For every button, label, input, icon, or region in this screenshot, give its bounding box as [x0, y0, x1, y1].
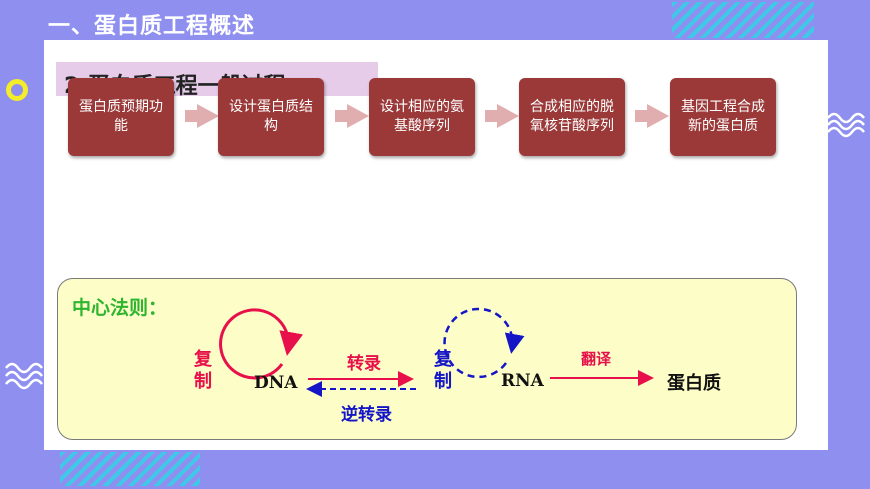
slide-title: 一、蛋白质工程概述	[48, 14, 256, 39]
decorative-wave-icon	[827, 112, 865, 138]
dna-replication-arrow-icon	[219, 308, 303, 380]
flow-arrow-icon	[185, 104, 219, 128]
translation-label: 翻译	[581, 350, 612, 368]
transcription-label: 转录	[347, 354, 381, 374]
central-dogma-heading: 中心法则：	[72, 297, 168, 319]
central-dogma-diagram	[219, 307, 654, 397]
process-step-label: 设计蛋白质结构	[229, 99, 313, 134]
process-step-label: 蛋白质预期功能	[79, 99, 163, 134]
reverse-transcription-label: 逆转录	[341, 405, 392, 425]
process-step-3: 设计相应的氨基酸序列	[369, 78, 475, 156]
rna-label: RNA	[501, 371, 544, 391]
protein-label: 蛋白质	[667, 373, 721, 394]
decorative-wave-icon	[5, 362, 43, 390]
decorative-ring-icon	[6, 79, 28, 101]
process-step-label: 基因工程合成新的蛋白质	[681, 99, 765, 134]
flow-arrow-icon	[635, 104, 669, 128]
process-step-4: 合成相应的脱氧核苷酸序列	[519, 78, 625, 156]
process-step-2: 设计蛋白质结构	[218, 78, 324, 156]
process-step-5: 基因工程合成新的蛋白质	[670, 78, 776, 156]
rna-replication-arrow-icon	[443, 307, 525, 379]
dna-label: DNA	[254, 373, 298, 393]
decorative-stripes	[672, 2, 814, 38]
process-step-label: 合成相应的脱氧核苷酸序列	[530, 99, 614, 134]
process-step-label: 设计相应的氨基酸序列	[380, 99, 464, 134]
decorative-stripes	[60, 452, 200, 486]
rna-replication-label: 复制	[431, 349, 452, 393]
dna-replication-label: 复制	[191, 349, 212, 393]
flow-arrow-icon	[335, 104, 369, 128]
central-dogma-box: 中心法则： 复制 DNA 转录 逆转录 复制 RNA 翻译 蛋白质	[57, 278, 797, 440]
flow-arrow-icon	[485, 104, 519, 128]
process-step-1: 蛋白质预期功能	[68, 78, 174, 156]
